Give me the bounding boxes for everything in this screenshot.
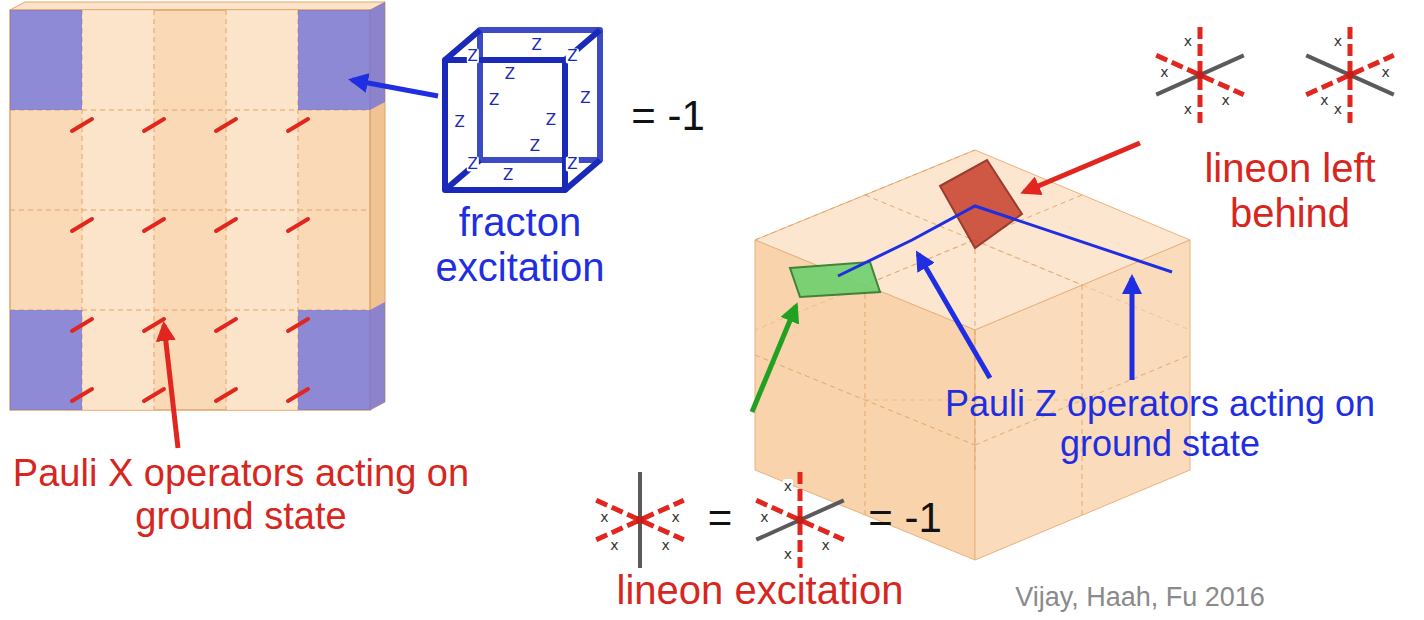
pauli-x-label: Pauli X operators acting on ground state	[6, 452, 476, 537]
leader-arrow	[352, 80, 438, 96]
z-operator: Z	[488, 93, 500, 108]
x-operator: x	[661, 538, 671, 552]
leader-arrow	[1024, 143, 1140, 192]
eigenvalue: = -1	[840, 494, 970, 541]
pauli-x-link	[144, 319, 164, 331]
leader-arrow	[752, 306, 796, 412]
pauli-x-link	[288, 389, 308, 401]
star-operators	[596, 27, 1394, 568]
leader-arrow	[918, 254, 990, 378]
credit: Vijay, Haah, Fu 2016	[980, 582, 1300, 612]
pauli-x-link	[144, 389, 164, 401]
star-vertex	[1346, 71, 1354, 79]
pauli-x-link	[288, 319, 308, 331]
pauli-x-link	[72, 219, 92, 231]
star-arm	[596, 500, 684, 539]
pauli-x-link	[216, 389, 236, 401]
x-operator: x	[1333, 102, 1343, 116]
star-arm	[756, 500, 844, 539]
z-operator: Z	[502, 168, 514, 183]
z-operator: Z	[531, 37, 543, 52]
star-arm	[1306, 55, 1394, 94]
x-operator: x	[1183, 34, 1193, 48]
x-operator: x	[783, 547, 793, 561]
x-operator: x	[1380, 65, 1390, 79]
z-operator: Z	[504, 67, 516, 82]
star-arm	[1306, 55, 1394, 94]
star-arm	[596, 500, 684, 539]
pauli-x-link	[216, 119, 236, 131]
pauli-x-link	[72, 389, 92, 401]
x-operator: x	[1159, 65, 1169, 79]
star-arm	[1156, 55, 1244, 94]
x-operator: x	[1319, 93, 1329, 107]
pauli-x-link	[288, 219, 308, 231]
lineon-left-label: lineon left behind	[1170, 146, 1410, 236]
z-operator: Z	[566, 157, 578, 172]
x-operator: x	[599, 510, 609, 524]
star-arm	[1156, 55, 1244, 94]
z-operator: Z	[545, 113, 557, 128]
z-operator: Z	[454, 115, 466, 130]
fracton-label: fracton excitation	[380, 200, 660, 290]
pauli-z-string	[838, 206, 1172, 276]
fracton-cube-icon	[445, 30, 600, 190]
eigenvalue: = -1	[603, 92, 733, 139]
star-arm	[756, 500, 844, 539]
x-operator: x	[821, 538, 831, 552]
x-operator: x	[783, 479, 793, 493]
z-operator: Z	[529, 138, 541, 153]
star-vertex	[796, 516, 804, 524]
star-vertex	[1196, 71, 1204, 79]
z-operator: Z	[466, 49, 478, 64]
z-operator: Z	[466, 156, 478, 171]
pauli-x-links	[72, 119, 308, 401]
lineon-plaquette	[940, 160, 1022, 248]
equals-sign: =	[700, 494, 740, 541]
x-operator: x	[1221, 93, 1231, 107]
leader-arrow	[1130, 278, 1135, 380]
lineon-plaquette	[790, 262, 880, 297]
pauli-z-label: Pauli Z operators acting on ground state	[925, 384, 1395, 465]
cube-lattice	[755, 150, 1190, 560]
pauli-x-link	[72, 119, 92, 131]
cube-slab	[10, 2, 385, 410]
pauli-x-link	[288, 119, 308, 131]
star-vertex	[636, 516, 644, 524]
z-operator: Z	[579, 90, 591, 105]
pauli-x-link	[144, 219, 164, 231]
x-operator: x	[670, 510, 680, 524]
pauli-x-link	[144, 119, 164, 131]
fracton-cube	[10, 2, 385, 410]
x-operator: x	[1333, 34, 1343, 48]
lineon-excitation-label: lineon excitation	[570, 568, 950, 613]
z-operator: Z	[566, 48, 578, 63]
pauli-x-link	[216, 319, 236, 331]
x-operator: x	[1183, 102, 1193, 116]
pauli-x-link	[72, 319, 92, 331]
leader-arrow	[164, 325, 178, 448]
pauli-x-link	[216, 219, 236, 231]
x-operator: x	[759, 510, 769, 524]
x-operator: x	[609, 538, 619, 552]
